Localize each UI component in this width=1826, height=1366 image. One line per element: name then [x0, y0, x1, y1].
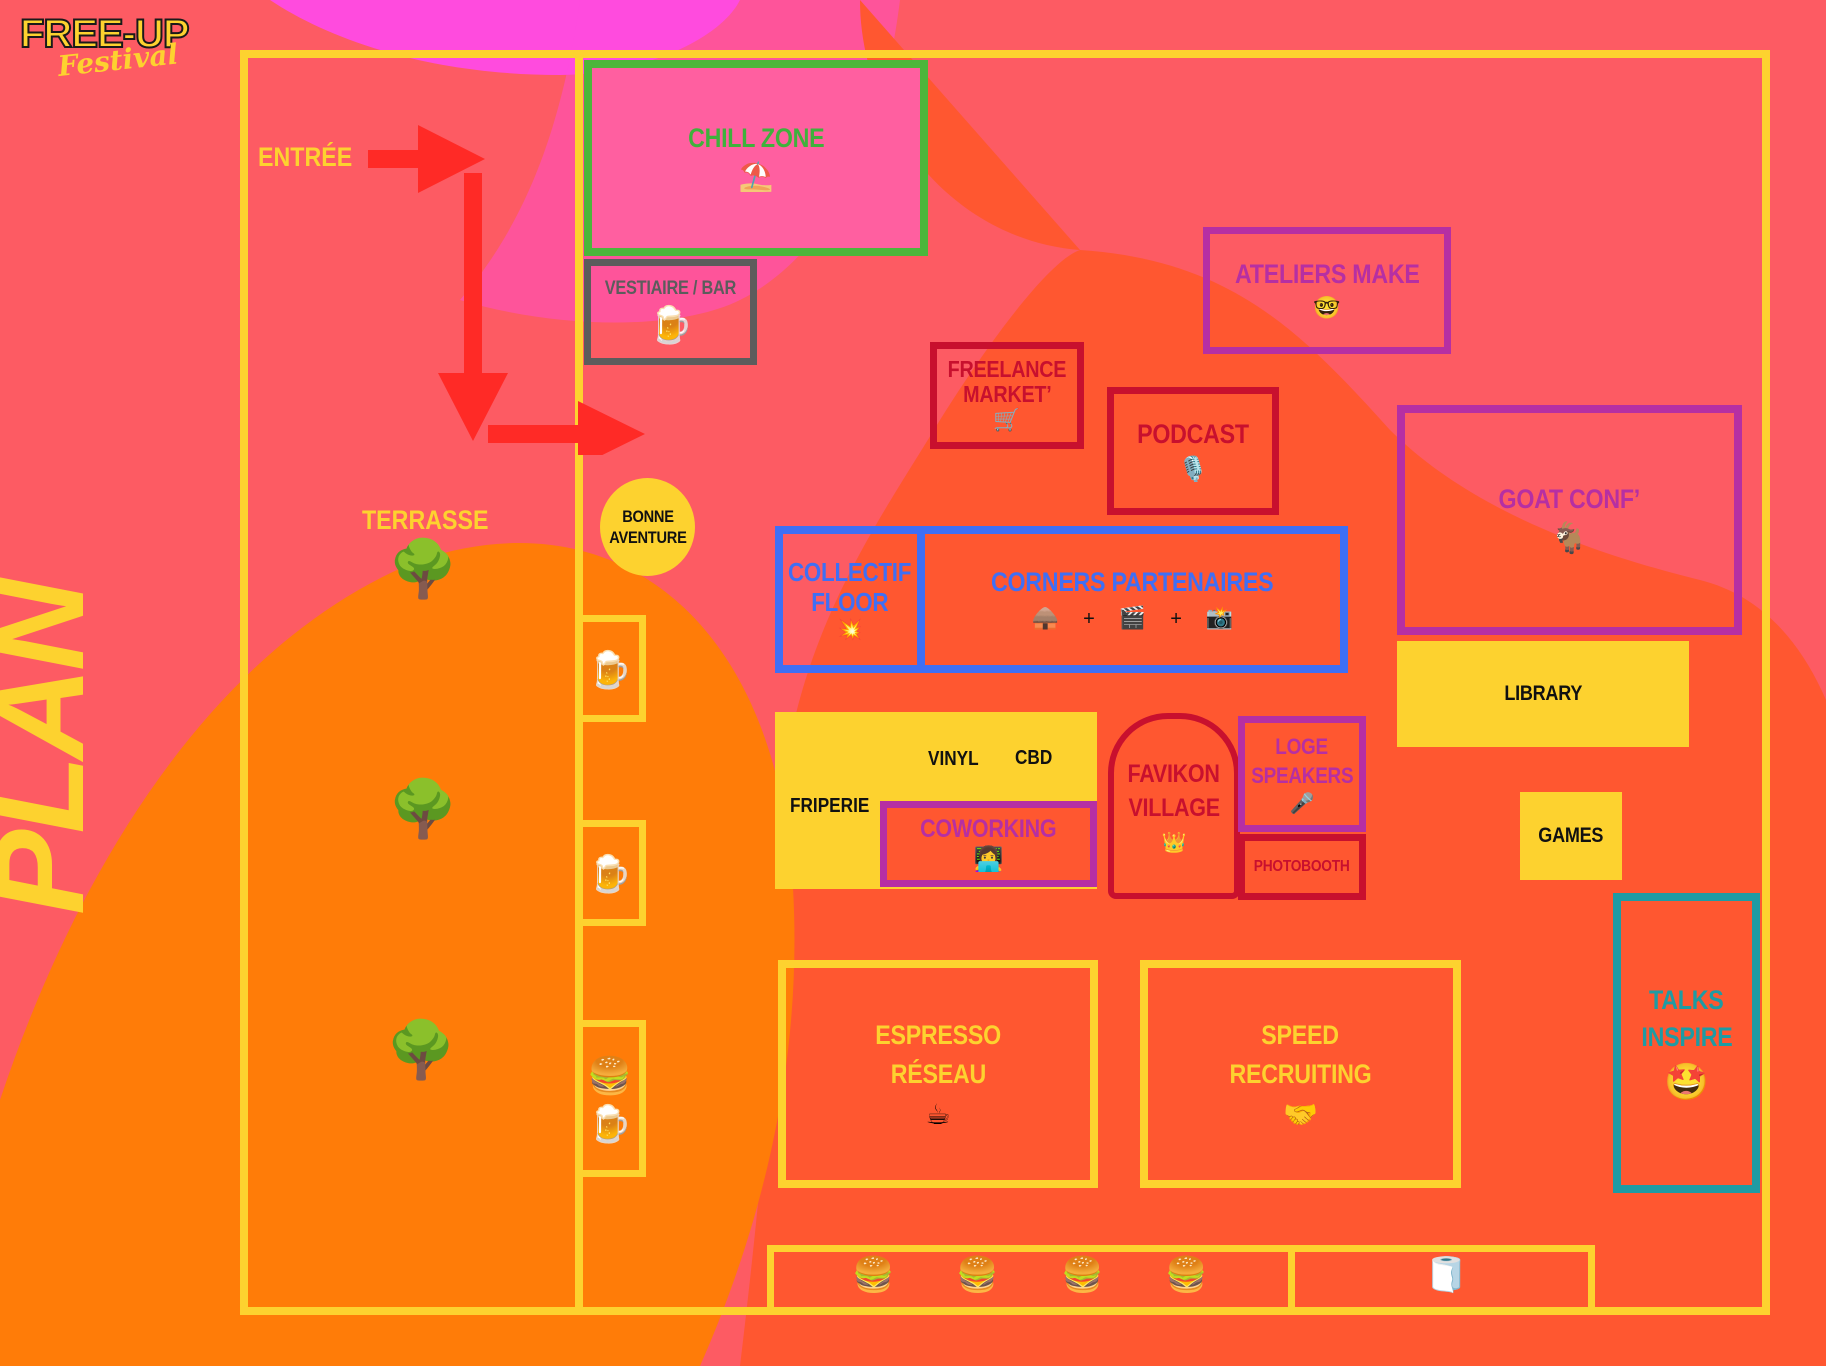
- games-label: GAMES: [1538, 823, 1604, 847]
- arrow-shaft-3: [488, 425, 598, 443]
- bonne-aventure-line1: BONNE: [621, 506, 674, 526]
- beer-icon: 🍺: [648, 305, 693, 347]
- toilets-area[interactable]: [1288, 1245, 1595, 1313]
- collision-icon: 💥: [837, 617, 863, 642]
- vestiaire-bar[interactable]: VESTIAIRE / BAR 🍺: [584, 259, 757, 365]
- talks-inspire-line1: TALKS: [1649, 984, 1724, 1015]
- cbd-label[interactable]: CBD: [1015, 747, 1053, 769]
- burger-icon: 🍔: [852, 1255, 895, 1295]
- bonne-aventure-line2: AVENTURE: [608, 528, 687, 547]
- umbrella-icon: ⛱️: [738, 160, 774, 194]
- chill-zone-label: CHILL ZONE: [687, 123, 825, 154]
- coworking-label: COWORKING: [920, 814, 1057, 843]
- handshake-icon: 🤝: [1283, 1098, 1318, 1132]
- plan-title: PLAN: [0, 582, 111, 915]
- terrace-label: TERRASSE: [362, 505, 489, 535]
- tree-icon: 🌳: [388, 777, 458, 842]
- beer-icon: 🍺: [587, 649, 632, 691]
- entrance-path-arrows: [368, 125, 645, 455]
- loge-speakers-line1: LOGE: [1275, 734, 1329, 760]
- tree-icon: 🌳: [388, 537, 458, 602]
- ateliers-make-label: ATELIERS MAKE: [1234, 259, 1420, 290]
- speed-recruiting-line1: SPEED: [1261, 1020, 1340, 1051]
- favikon-village[interactable]: FAVIKON VILLAGE 👑: [1108, 713, 1240, 899]
- freelance-market-line2: MARKET’: [962, 381, 1052, 408]
- favikon-village-line2: VILLAGE: [1128, 794, 1220, 822]
- plus-sign: +: [1083, 607, 1095, 630]
- chill-zone[interactable]: CHILL ZONE ⛱️: [584, 60, 928, 256]
- espresso-reseau-line1: ESPRESSO: [875, 1020, 1001, 1051]
- arrow-head-right-2: [578, 401, 645, 455]
- clapperboard-icon: 🎬: [1118, 606, 1147, 632]
- espresso-reseau-line2: RÉSEAU: [890, 1059, 986, 1090]
- burger-icon: 🍔: [956, 1255, 999, 1295]
- food-trucks-area[interactable]: [767, 1245, 1295, 1313]
- favikon-village-line1: FAVIKON: [1127, 760, 1221, 789]
- library-label: LIBRARY: [1504, 681, 1582, 705]
- collectif-floor-line2: FLOOR: [811, 586, 889, 617]
- toilet-paper-icon: 🧻: [1425, 1255, 1468, 1295]
- corners-partenaires-label: CORNERS PARTENAIRES: [991, 567, 1274, 598]
- arrow-head-down: [438, 373, 508, 441]
- terrace-divider: [575, 50, 583, 1315]
- burger-icon: 🍔: [587, 1056, 632, 1098]
- freelance-market-line1: FREELANCE: [947, 356, 1067, 382]
- collectif-floor-line1: COLLECTIF: [788, 556, 912, 587]
- espresso-reseau[interactable]: ESPRESSO RÉSEAU ☕: [778, 960, 1098, 1188]
- burger-icon: 🍔: [1165, 1255, 1208, 1295]
- coffee-icon: ☕: [925, 1098, 951, 1132]
- bonne-aventure-stand[interactable]: BONNE AVENTURE: [600, 478, 695, 576]
- hut-icon: 🛖: [1031, 606, 1060, 632]
- burger-icon: 🍔: [1061, 1255, 1104, 1295]
- podcast[interactable]: PODCAST 🎙️: [1107, 387, 1279, 515]
- goat-icon: 🐐: [1550, 520, 1589, 556]
- entrance-label: ENTRÉE: [258, 142, 353, 172]
- talks-inspire-line2: INSPIRE: [1640, 1022, 1733, 1053]
- talks-inspire[interactable]: TALKS INSPIRE 🤩: [1613, 893, 1760, 1193]
- microphone-icon: 🎙️: [1178, 455, 1208, 484]
- beer-icon: 🍺: [587, 1103, 632, 1145]
- photobooth[interactable]: PHOTOBOOTH: [1238, 834, 1366, 900]
- venue-outline: [240, 50, 1770, 1315]
- arrow-shaft-1: [368, 150, 420, 168]
- food-stall[interactable]: 🍔 🍺: [580, 1020, 646, 1177]
- loge-speakers[interactable]: LOGE SPEAKERS 🎤: [1238, 716, 1366, 832]
- friperie-label[interactable]: FRIPERIE: [790, 795, 870, 817]
- freelance-market[interactable]: FREELANCE MARKET’ 🛒: [930, 342, 1084, 449]
- beer-stall[interactable]: 🍺: [580, 615, 646, 722]
- shopping-cart-icon: 🛒: [993, 407, 1021, 433]
- library[interactable]: LIBRARY: [1397, 641, 1689, 747]
- arrow-shaft-2: [464, 173, 482, 393]
- games[interactable]: GAMES: [1520, 792, 1622, 880]
- beer-icon: 🍺: [587, 854, 632, 896]
- camera-flash-icon: 📸: [1205, 606, 1234, 632]
- goat-conf[interactable]: GOAT CONF’ 🐐: [1397, 405, 1742, 635]
- beer-stall[interactable]: 🍺: [580, 820, 646, 926]
- vinyl-label[interactable]: VINYL: [928, 748, 979, 770]
- nerd-face-icon: 🤓: [1313, 296, 1341, 322]
- speed-recruiting[interactable]: SPEED RECRUITING 🤝: [1140, 960, 1461, 1188]
- arrow-head-right-1: [418, 125, 485, 193]
- loge-speakers-line2: SPEAKERS: [1250, 763, 1354, 788]
- ateliers-make[interactable]: ATELIERS MAKE 🤓: [1203, 227, 1451, 354]
- crown-icon: 👑: [1161, 829, 1187, 854]
- goat-conf-label: GOAT CONF’: [1498, 484, 1641, 515]
- plus-sign: +: [1170, 607, 1182, 630]
- corners-partenaires-icons: 🛖 + 🎬 + 📸: [1032, 606, 1234, 632]
- vestiaire-bar-label: VESTIAIRE / BAR: [604, 277, 737, 299]
- star-struck-icon: 🤩: [1664, 1062, 1709, 1104]
- microphone-icon: 🎤: [1289, 790, 1315, 815]
- technologist-icon: 👩‍💻: [973, 845, 1004, 874]
- coworking[interactable]: COWORKING 👩‍💻: [880, 801, 1097, 887]
- corners-partenaires[interactable]: CORNERS PARTENAIRES 🛖 + 🎬 + 📸: [917, 526, 1348, 673]
- speed-recruiting-line2: RECRUITING: [1229, 1059, 1372, 1090]
- photobooth-label: PHOTOBOOTH: [1254, 858, 1350, 875]
- logo-brand: FREE-UP: [19, 12, 191, 56]
- tree-icon: 🌳: [386, 1018, 456, 1083]
- podcast-label: PODCAST: [1137, 418, 1249, 449]
- collectif-floor[interactable]: COLLECTIF FLOOR 💥: [775, 526, 925, 673]
- festival-logo: FREE-UP Festival: [19, 12, 191, 83]
